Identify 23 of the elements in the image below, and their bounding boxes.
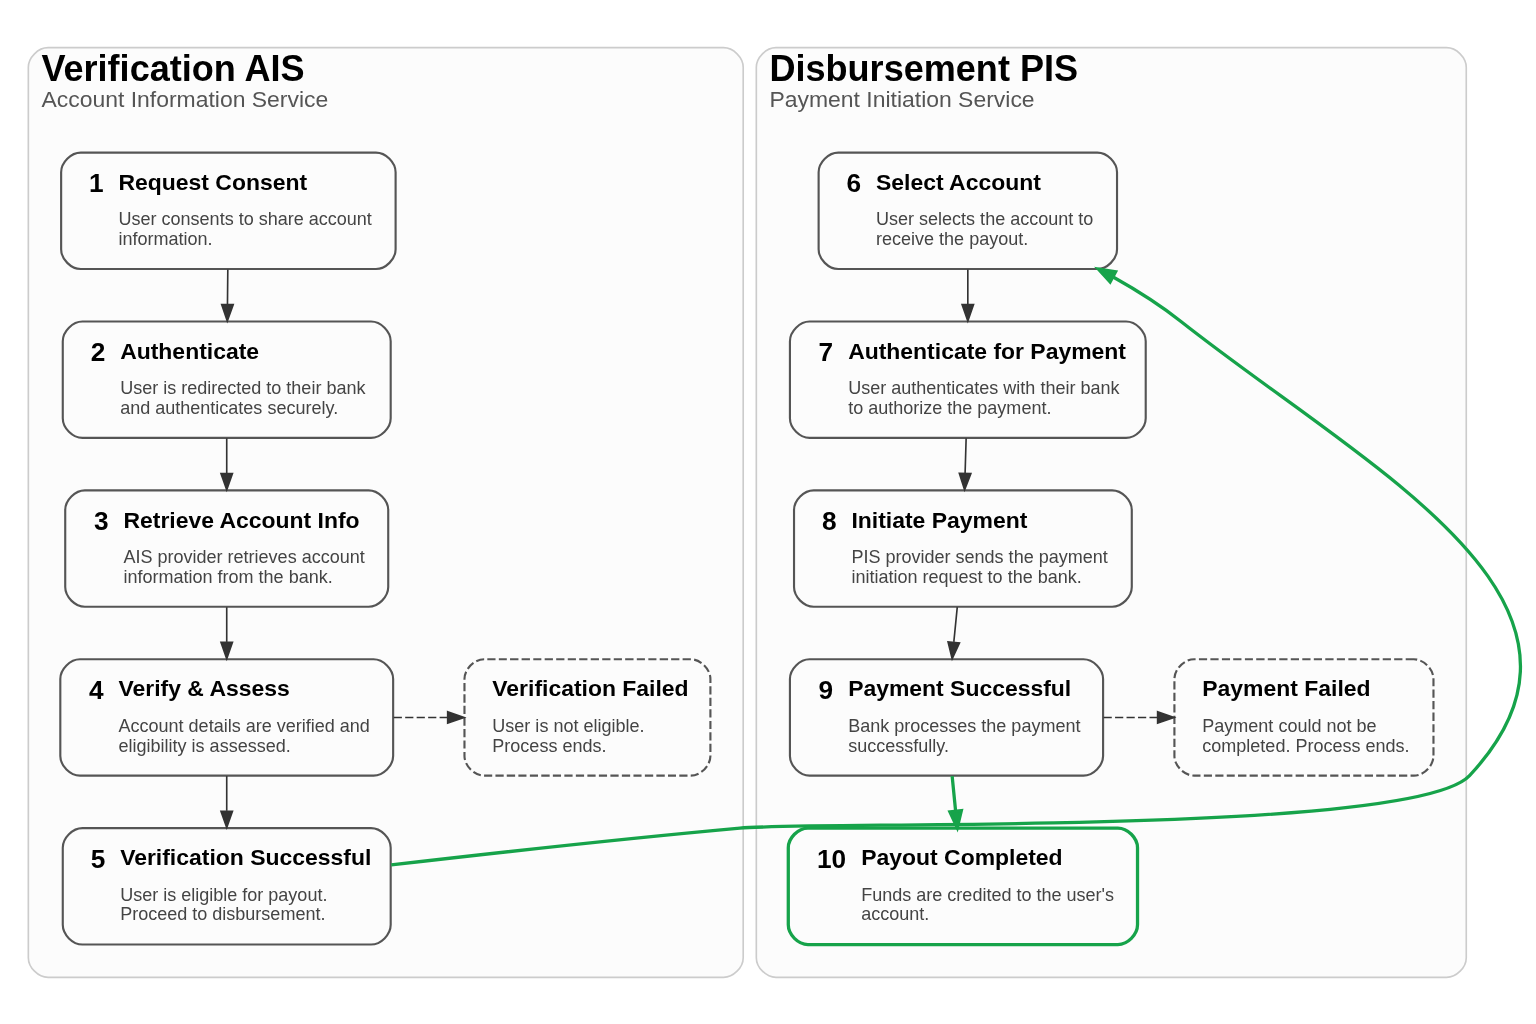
arrow	[947, 775, 964, 833]
arrow	[219, 437, 234, 492]
node-box: 9 Payment Successful Bank processes the payment successfully.	[788, 657, 1105, 777]
arrow	[958, 437, 972, 492]
arrow	[220, 268, 235, 323]
arrow	[960, 268, 975, 323]
node-box: Payment Failed Payment could not be completed. Process ends.	[1173, 657, 1435, 777]
node-box: 4 Verify & Assess Account details are verified and eligibility is assessed.	[59, 657, 395, 777]
node-box: 3 Retrieve Account Info AIS provider retrieves account information from the bank.	[64, 488, 390, 608]
arrow	[947, 605, 961, 661]
node-box: 8 Initiate Payment PIS provider sends the payment initiation request to the bank.	[792, 488, 1133, 608]
arrow	[392, 710, 467, 724]
arrow	[1102, 710, 1177, 724]
arrow	[391, 266, 1522, 867]
arrow	[219, 774, 234, 830]
node-box: 6 Select Account User selects the account to receive the payout.	[817, 151, 1119, 270]
arrow	[219, 605, 234, 661]
node-box: 10 Payout Completed Funds are credited to the user's account.	[786, 826, 1140, 946]
node-box: 1 Request Consent User consents to share account information.	[60, 151, 397, 270]
node-box: 2 Authenticate User is redirected to their bank and authenticates securely.	[61, 319, 392, 439]
node-box: Verification Failed User is not eligible. Process ends.	[463, 657, 712, 777]
node-box: 7 Authenticate for Payment User authenticates with their bank to authorize the payment.	[788, 319, 1147, 439]
node-box: 5 Verification Successful User is eligible for payout. Proceed to disbursement.	[61, 826, 392, 946]
